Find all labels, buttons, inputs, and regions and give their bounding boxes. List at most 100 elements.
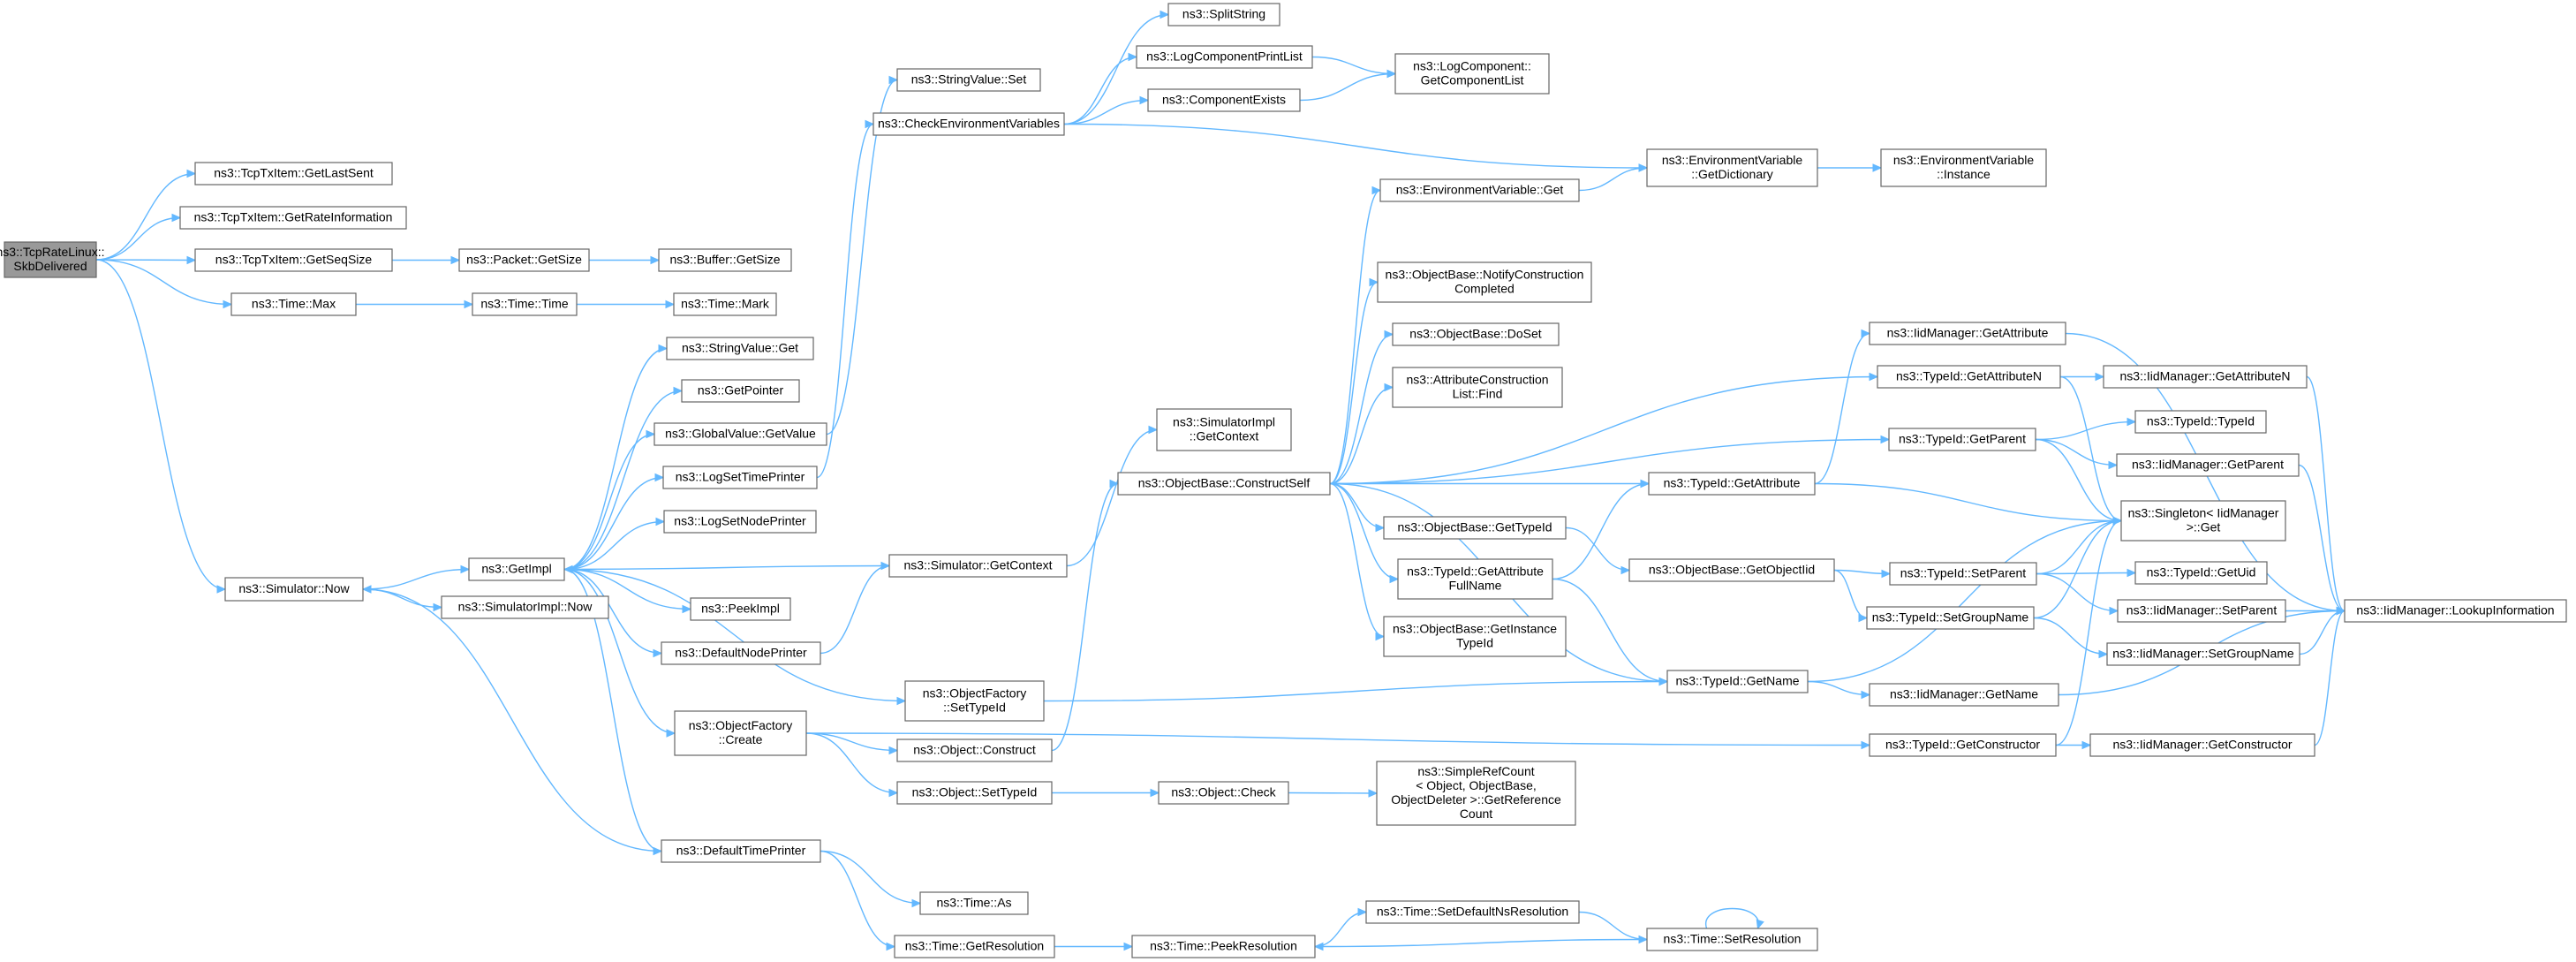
function-node-n34[interactable]: ns3::Time::As xyxy=(919,891,1029,915)
function-node-n18[interactable]: ns3::DefaultNodePrinter xyxy=(661,641,821,665)
call-edge-n66-n67 xyxy=(2314,606,2346,746)
call-edge-n8-n9 xyxy=(577,299,676,309)
function-node-n57[interactable]: ns3::IidManager::GetName xyxy=(1869,683,2059,707)
call-edge-n10-n17 xyxy=(563,568,692,614)
call-edge-n49-n62 xyxy=(1814,482,2123,526)
function-node-n12[interactable]: ns3::StringValue::Get xyxy=(666,337,814,360)
function-node-n27[interactable]: ns3::SimulatorImpl::GetContext xyxy=(1156,408,1292,451)
function-node-n32[interactable]: ns3::Object::SetTypeId xyxy=(896,781,1053,805)
function-node-n16[interactable]: ns3::LogSetNodePrinter xyxy=(663,510,817,534)
function-label: ns3::LogComponent:: xyxy=(1413,59,1531,73)
function-node-n36[interactable]: ns3::Time::PeekResolution xyxy=(1131,935,1316,958)
function-node-n14[interactable]: ns3::GlobalValue::GetValue xyxy=(653,422,827,446)
function-node-n21[interactable]: ns3::StringValue::Set xyxy=(896,68,1041,92)
function-node-n37[interactable]: ns3::Time::SetDefaultNsResolution xyxy=(1365,900,1580,924)
call-edge-n19-n32 xyxy=(805,732,899,798)
function-node-n58[interactable]: ns3::TypeId::GetConstructor xyxy=(1869,733,2057,757)
function-node-n9[interactable]: ns3::Time::Mark xyxy=(673,292,777,316)
call-edge-n20-n35 xyxy=(820,850,896,951)
function-node-n65[interactable]: ns3::IidManager::SetGroupName xyxy=(2106,642,2300,666)
function-node-n4[interactable]: ns3::Time::Max xyxy=(230,292,357,316)
function-nodes: ns3::TcpRateLinux::SkbDelivered ns3::TcpT… xyxy=(0,3,2567,958)
function-node-n8[interactable]: ns3::Time::Time xyxy=(472,292,578,316)
function-node-n59[interactable]: ns3::IidManager::GetAttributeN xyxy=(2103,365,2308,389)
function-label: SkbDelivered xyxy=(13,259,87,273)
call-edge-n14-n21 xyxy=(826,75,899,436)
function-label: ns3::StringValue::Get xyxy=(682,341,798,355)
function-node-n26[interactable]: ns3::LogComponent::GetComponentList xyxy=(1394,53,1550,95)
function-label: Completed xyxy=(1454,282,1515,296)
function-node-n28[interactable]: ns3::ObjectBase::ConstructSelf xyxy=(1117,472,1331,496)
function-label: FullName xyxy=(1449,579,1502,593)
call-edge-n35-n36 xyxy=(1054,942,1134,951)
function-label: ns3::SimulatorImpl::Now xyxy=(458,600,593,614)
function-node-n19[interactable]: ns3::ObjectFactory::Create xyxy=(674,710,807,756)
function-node-n20[interactable]: ns3::DefaultTimePrinter xyxy=(661,839,821,863)
function-node-n6[interactable]: ns3::Packet::GetSize xyxy=(458,248,590,272)
function-node-n51[interactable]: ns3::TypeId::GetName xyxy=(1666,670,1809,693)
function-node-n15[interactable]: ns3::LogSetTimePrinter xyxy=(662,466,818,489)
function-node-n7[interactable]: ns3::Buffer::GetSize xyxy=(658,248,792,272)
function-node-n1[interactable]: ns3::TcpTxItem::GetLastSent xyxy=(194,162,393,186)
call-edge-n28-n45 xyxy=(1329,482,1386,641)
function-label: ns3::Simulator::GetContext xyxy=(903,558,1052,572)
function-node-n49[interactable]: ns3::TypeId::GetAttribute xyxy=(1648,472,1816,496)
function-node-n56[interactable]: ns3::TypeId::SetGroupName xyxy=(1866,606,2035,630)
function-node-n3[interactable]: ns3::TcpTxItem::GetSeqSize xyxy=(194,248,393,272)
call-edge-n4-n8 xyxy=(356,299,474,309)
function-node-n17[interactable]: ns3::PeekImpl xyxy=(690,597,791,621)
function-node-n38[interactable]: ns3::Time::SetResolution xyxy=(1646,928,1818,951)
function-node-n60[interactable]: ns3::TypeId::TypeId xyxy=(2134,410,2267,434)
function-node-n22[interactable]: ns3::CheckEnvironmentVariables xyxy=(873,112,1065,136)
root-function-node-n0[interactable]: ns3::TcpRateLinux::SkbDelivered xyxy=(0,241,104,278)
function-node-n30[interactable]: ns3::ObjectFactory::SetTypeId xyxy=(904,680,1045,722)
function-node-n47[interactable]: ns3::EnvironmentVariable::GetDictionary xyxy=(1646,148,1818,187)
function-node-n41[interactable]: ns3::ObjectBase::DoSet xyxy=(1392,322,1560,346)
function-node-n67[interactable]: ns3::IidManager::LookupInformation xyxy=(2344,599,2567,623)
function-label: ::Instance xyxy=(1937,167,1991,181)
function-label: ns3::ComponentExists xyxy=(1162,93,1286,107)
call-edge-n15-n22 xyxy=(816,119,875,479)
function-label: ns3::TypeId::GetUid xyxy=(2147,565,2256,579)
call-edge-n5-n10 xyxy=(362,564,471,590)
function-node-n40[interactable]: ns3::ObjectBase::NotifyConstructionCompl… xyxy=(1377,261,1592,303)
function-node-n61[interactable]: ns3::IidManager::GetParent xyxy=(2116,453,2300,477)
function-node-n2[interactable]: ns3::TcpTxItem::GetRateInformation xyxy=(179,206,407,230)
function-label: ns3::TypeId::SetParent xyxy=(1900,566,2027,580)
function-node-n24[interactable]: ns3::LogComponentPrintList xyxy=(1136,45,1313,69)
function-node-n52[interactable]: ns3::IidManager::GetAttribute xyxy=(1869,322,2066,345)
function-node-n31[interactable]: ns3::Object::Construct xyxy=(896,739,1053,762)
function-node-n62[interactable]: ns3::Singleton< IidManager >::Get xyxy=(2120,500,2286,542)
function-node-n43[interactable]: ns3::ObjectBase::GetTypeId xyxy=(1383,516,1567,540)
function-node-n54[interactable]: ns3::TypeId::GetParent xyxy=(1888,428,2036,451)
function-node-n35[interactable]: ns3::Time::GetResolution xyxy=(894,935,1055,958)
function-node-n25[interactable]: ns3::ComponentExists xyxy=(1147,88,1301,112)
function-node-n13[interactable]: ns3::GetPointer xyxy=(681,379,800,403)
function-node-n63[interactable]: ns3::TypeId::GetUid xyxy=(2134,561,2268,585)
function-node-n5[interactable]: ns3::Simulator::Now xyxy=(224,577,364,602)
call-edge-n50-n55 xyxy=(1833,569,1892,579)
function-label: ns3::IidManager::GetName xyxy=(1890,687,2038,701)
function-node-n10[interactable]: ns3::GetImpl xyxy=(468,557,565,581)
function-node-n46[interactable]: ns3::SimpleRefCount< Object, ObjectBase,… xyxy=(1376,761,1576,826)
function-node-n50[interactable]: ns3::ObjectBase::GetObjectIid xyxy=(1628,558,1835,582)
function-node-n64[interactable]: ns3::IidManager::SetParent xyxy=(2117,599,2286,623)
function-label: ns3::CheckEnvironmentVariables xyxy=(878,117,1060,131)
function-label: ns3::IidManager::GetParent xyxy=(2132,458,2284,472)
function-node-n11[interactable]: ns3::SimulatorImpl::Now xyxy=(441,595,609,619)
function-node-n29[interactable]: ns3::Simulator::GetContext xyxy=(888,554,1068,578)
function-label: Count xyxy=(1460,807,1492,821)
function-node-n66[interactable]: ns3::IidManager::GetConstructor xyxy=(2089,733,2315,757)
function-node-n53[interactable]: ns3::TypeId::GetAttributeN xyxy=(1877,365,2061,389)
function-label: ns3::Time::PeekResolution xyxy=(1150,939,1297,953)
function-node-n23[interactable]: ns3::SplitString xyxy=(1167,3,1280,27)
function-node-n48[interactable]: ns3::EnvironmentVariable::Instance xyxy=(1880,148,2047,187)
function-node-n33[interactable]: ns3::Object::Check xyxy=(1158,781,1289,805)
function-node-n39[interactable]: ns3::EnvironmentVariable::Get xyxy=(1379,178,1580,202)
function-node-n55[interactable]: ns3::TypeId::SetParent xyxy=(1889,562,2037,586)
function-label: ns3::ObjectBase::GetInstance xyxy=(1393,622,1557,636)
